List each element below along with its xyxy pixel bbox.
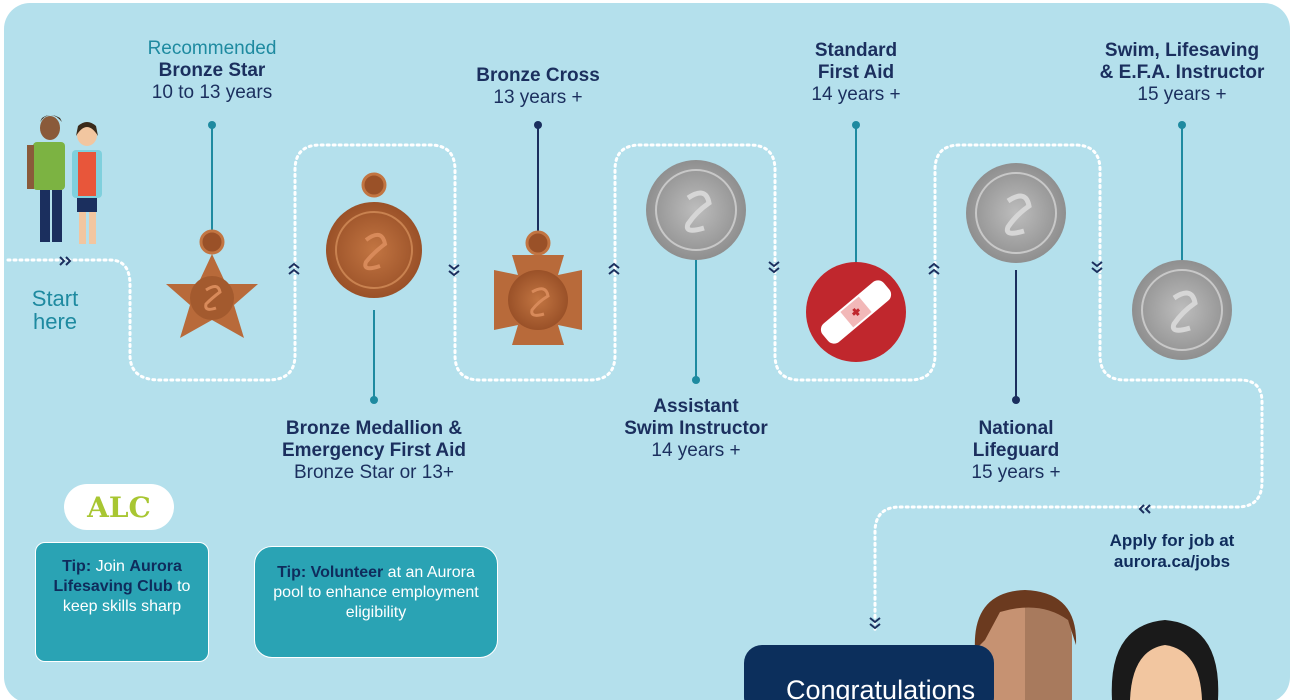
- label-national-lifeguard: National Lifeguard 15 years +: [971, 418, 1061, 483]
- label-bronze-medallion: Bronze Medallion & Emergency First Aid B…: [281, 418, 467, 483]
- label-assistant-swim-instructor: Assistant Swim Instructor 14 years +: [624, 396, 768, 461]
- bronze-medallion-medal: [326, 172, 422, 298]
- national-lifeguard-medal: [966, 163, 1066, 263]
- alc-logo: ALC: [64, 484, 174, 530]
- lifeguard-heads-illustration: [974, 590, 1219, 700]
- bronze-cross-medal: [494, 230, 582, 345]
- connector-lines: [208, 121, 1186, 404]
- kids-illustration: [27, 115, 102, 244]
- bronze-star-medal: [166, 229, 258, 338]
- congratulations-banner: Congratulations: [744, 645, 994, 700]
- label-bronze-star: Recommended Bronze Star 10 to 13 years: [147, 38, 277, 103]
- label-bronze-cross: Bronze Cross 13 years +: [476, 65, 600, 108]
- pathway-dotted-line: [6, 143, 1264, 632]
- label-standard-first-aid: Standard First Aid 14 years +: [811, 40, 901, 105]
- tip-volunteer: Tip: Volunteer at an Aurora pool to enha…: [254, 546, 498, 658]
- tip-lifesaving-club: Tip: Join Aurora Lifesaving Club to keep…: [35, 542, 209, 662]
- diagram-background: [4, 3, 1290, 700]
- start-here-label: Start here: [31, 286, 79, 334]
- apply-for-job-label: Apply for job at aurora.ca/jobs: [1109, 531, 1235, 571]
- label-instructor: Swim, Lifesaving & E.F.A. Instructor 15 …: [1099, 40, 1265, 105]
- instructor-medal: [1132, 260, 1232, 360]
- first-aid-badge: [806, 262, 906, 362]
- assistant-swim-instructor-medal: [646, 160, 746, 260]
- path-chevron-icons: [59, 256, 1151, 630]
